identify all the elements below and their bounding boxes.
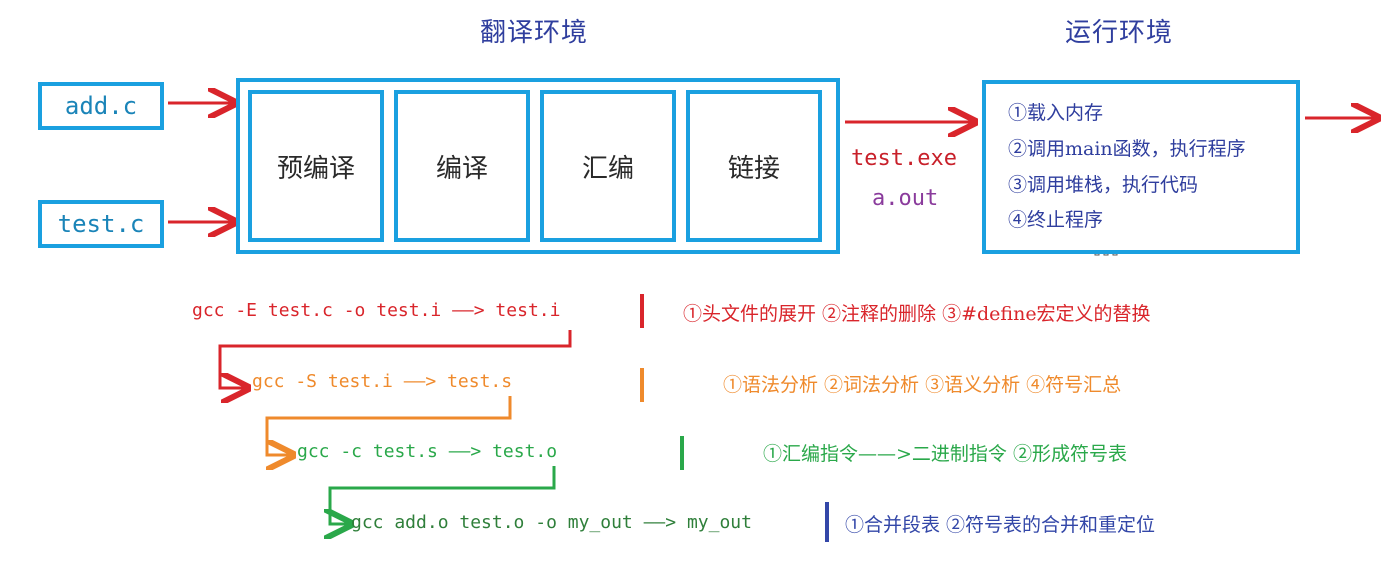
command-assemble: gcc -c test.s ——> test.o — [297, 441, 558, 462]
note-preprocess: ①头文件的展开 ②注释的删除 ③#define宏定义的替换 — [683, 303, 1151, 325]
stage-compile: 编译 — [394, 90, 530, 242]
stage-assemble: 汇编 — [540, 90, 676, 242]
runtime-step-3: ③调用堆栈，执行代码 — [1008, 174, 1199, 196]
note-compile: ①语法分析 ②词法分析 ③语义分析 ④符号汇总 — [723, 374, 1122, 396]
divider-bar — [680, 436, 684, 470]
note-assemble: ①汇编指令——>二进制指令 ②形成符号表 — [763, 443, 1127, 465]
translation-env-title: 翻译环境 — [480, 18, 589, 48]
connector-green — [330, 466, 556, 524]
note-link: ①合并段表 ②符号表的合并和重定位 — [845, 514, 1156, 536]
runtime-env-title: 运行环境 — [1065, 18, 1174, 48]
input-file-add: add.c — [38, 82, 164, 130]
output-exe: test.exe — [851, 146, 957, 171]
connector-red — [218, 330, 572, 388]
runtime-env-box: ①载入内存 ②调用main函数，执行程序 ③调用堆栈，执行代码 ④终止程序 — [982, 80, 1300, 254]
command-compile: gcc -S test.i ——> test.s — [252, 371, 513, 392]
stage-link: 链接 — [686, 90, 822, 242]
command-link: gcc add.o test.o -o my_out ——> my_out — [351, 512, 752, 533]
output-aout: a.out — [872, 186, 939, 211]
runtime-step-1: ①载入内存 — [1008, 102, 1104, 124]
connector-orange — [265, 396, 512, 455]
input-file-test: test.c — [38, 200, 164, 248]
runtime-step-2: ②调用main函数，执行程序 — [1008, 138, 1246, 160]
command-preprocess: gcc -E test.c -o test.i ——> test.i — [192, 300, 561, 321]
stage-preprocess: 预编译 — [248, 90, 384, 242]
divider-bar — [825, 502, 829, 542]
runtime-step-4: ④终止程序 — [1008, 209, 1104, 231]
divider-bar — [640, 368, 644, 402]
divider-bar — [640, 294, 644, 328]
